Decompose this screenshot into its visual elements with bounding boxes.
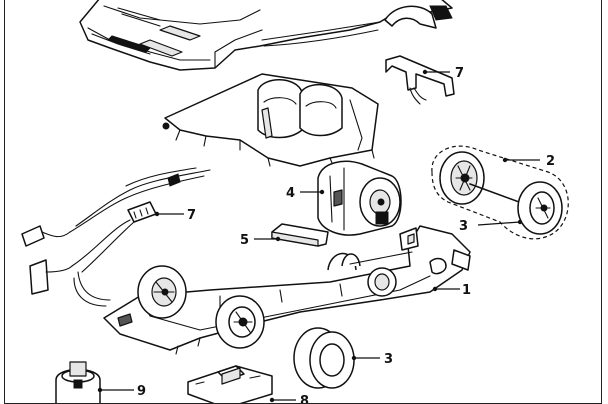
- chassis-right-wheel: [367, 267, 397, 297]
- label-part-3-spare-tyre: 3: [384, 352, 393, 367]
- label-part-1-chassis: 1: [462, 283, 471, 298]
- guide-blade: [55, 361, 134, 403]
- wheel-axle-set: [431, 145, 569, 240]
- decoder-board: [187, 365, 296, 403]
- spare-tyre: [293, 327, 380, 389]
- interior-cockpit-tray: [162, 73, 379, 169]
- front-wheel: [137, 265, 187, 319]
- label-part-3-tyre-right: 3: [459, 219, 468, 234]
- motor: [300, 160, 402, 236]
- label-part-7-clip: 7: [455, 66, 464, 81]
- label-part-8-decoder: 8: [300, 394, 309, 403]
- label-part-4-motor: 4: [286, 186, 295, 201]
- magnet: [254, 223, 329, 247]
- label-part-2-axle: 2: [546, 154, 555, 169]
- label-part-9-guide: 9: [137, 384, 146, 399]
- wire-clip-top: [385, 55, 455, 105]
- rear-wheel: [215, 295, 265, 349]
- label-part-7-harness: 7: [187, 208, 196, 223]
- label-part-5-magnet: 5: [240, 233, 249, 248]
- car-body-shell: [79, 0, 453, 71]
- wiring-harness: [21, 167, 211, 307]
